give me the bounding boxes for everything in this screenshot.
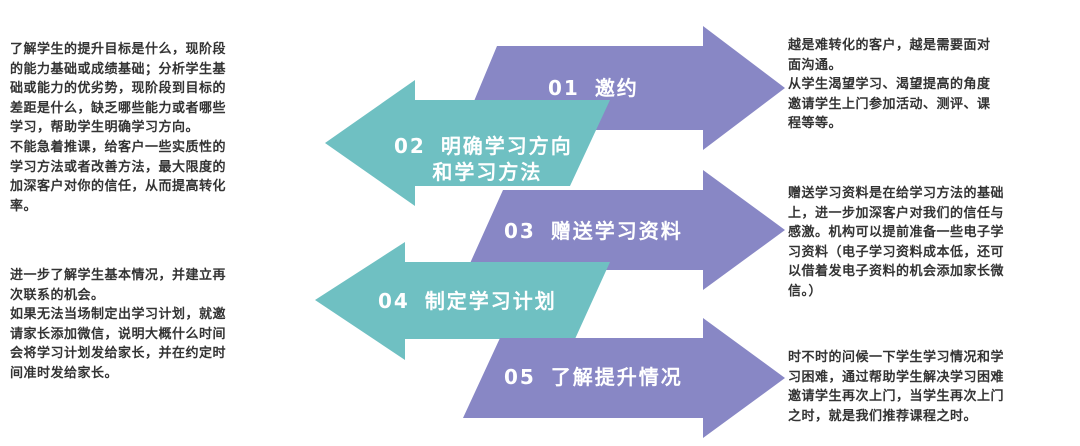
step-04-label: 04 制定学习计划: [378, 288, 557, 314]
step-05-title: 了解提升情况: [550, 365, 683, 389]
note-step-02: 了解学生的提升目标是什么，现阶段 的能力基础或成绩基础；分析学生基 础或能力的优…: [10, 42, 227, 214]
arrow-step-04: [315, 242, 610, 360]
arrow-step-02: [325, 80, 610, 206]
note-step-01: 越是难转化的客户，越是需要面对 面沟通。 从学生渴望学习、渴望提高的角度 邀请学…: [788, 38, 991, 132]
arrow-step-03: [467, 170, 785, 290]
arrow-step-05: [463, 318, 785, 438]
step-01-title: 邀约: [594, 76, 639, 100]
note-step-03: 赠送学习资料是在给学习方法的基础 上，进一步加深客户对我们的信任与 感激。机构可…: [788, 186, 1005, 299]
step-03-label: 03 赠送学习资料: [504, 218, 683, 244]
step-03-title: 赠送学习资料: [550, 219, 683, 243]
step-05-label: 05 了解提升情况: [504, 364, 683, 390]
step-02-title-line1: 明确学习方向: [440, 134, 573, 158]
step-02-number: 02: [394, 134, 426, 158]
step-01-label: 01 邀约: [548, 75, 639, 101]
step-01-number: 01: [548, 76, 580, 100]
step-03-number: 03: [504, 219, 536, 243]
note-step-05: 时不时的问候一下学生学习情况和学 习困难，通过帮助学生解决学习困难 邀请学生再次…: [788, 350, 1005, 424]
step-02-label: 02 明确学习方向 和学习方法: [394, 133, 573, 185]
note-step-04: 进一步了解学生基本情况，并建立再 次联系的机会。 如果无法当场制定出学习计划，就…: [10, 268, 227, 381]
step-04-number: 04: [378, 289, 410, 313]
step-02-title-line2: 和学习方法: [432, 160, 543, 184]
step-05-number: 05: [504, 365, 536, 389]
step-04-title: 制定学习计划: [424, 289, 557, 313]
